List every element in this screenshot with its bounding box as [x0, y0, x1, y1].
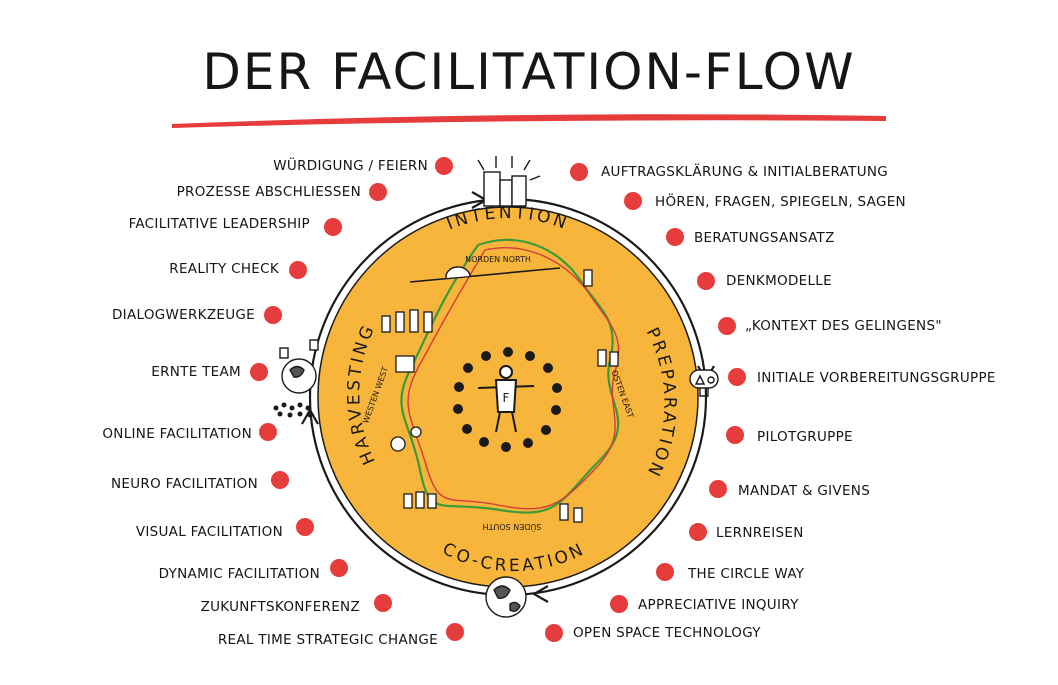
bullet-dot [369, 183, 387, 201]
shapes-icon [689, 369, 719, 397]
globe-bottom-icon [485, 576, 527, 618]
crowd-icon [273, 402, 313, 418]
journey-path-red [407, 247, 620, 510]
bullet-dot [656, 563, 674, 581]
bullet-dot [324, 218, 342, 236]
bullet-dot [446, 623, 464, 641]
bullet-dot [289, 261, 307, 279]
left-label-item: ERNTE TEAM [151, 364, 241, 380]
bullet-dot [718, 317, 736, 335]
left-label-item: NEURO FACILITATION [111, 476, 258, 492]
bullet-dot [570, 163, 588, 181]
people-ring-icon [453, 347, 562, 452]
right-label-item: MANDAT & GIVENS [738, 483, 871, 499]
horizon-line [409, 267, 561, 283]
arrow-head-south [531, 585, 549, 603]
facilitator-letter: F [503, 391, 510, 405]
buildings-icon [477, 156, 541, 207]
left-label-item: DYNAMIC FACILITATION [158, 566, 320, 582]
bullet-dot [250, 363, 268, 381]
right-label-item: PILOTGRUPPE [757, 429, 853, 445]
right-label-item: THE CIRCLE WAY [688, 566, 805, 582]
right-label-item: LERNREISEN [716, 525, 804, 541]
left-label-item: PROZESSE ABSCHLIESSEN [176, 184, 361, 200]
right-label-item: APPRECIATIVE INQUIRY [638, 597, 799, 613]
bullet-dot [259, 423, 277, 441]
page-title: DER FACILITATION-FLOW [202, 43, 856, 101]
direction-south: SÜDEN SOUTH [483, 522, 542, 532]
gift-icon [395, 355, 415, 373]
bullet-dot [624, 192, 642, 210]
title-underline [172, 114, 886, 128]
bullet-dot [610, 595, 628, 613]
bullet-dot [296, 518, 314, 536]
left-label-item: ZUKUNFTSKONFERENZ [200, 599, 360, 615]
bullet-dot [697, 272, 715, 290]
bullet-dot [726, 426, 744, 444]
people-group-icon [381, 269, 619, 523]
left-label-item: REALITY CHECK [169, 261, 279, 277]
bullet-dot [330, 559, 348, 577]
left-label-item: FACILITATIVE LEADERSHIP [128, 216, 310, 232]
right-label-item: BERATUNGSANSATZ [694, 230, 835, 246]
left-label-item: REAL TIME STRATEGIC CHANGE [217, 632, 438, 648]
left-label-item: ONLINE FACILITATION [102, 426, 252, 442]
right-label-item: DENKMODELLE [726, 273, 832, 289]
bullet-dot [271, 471, 289, 489]
globe-left-icon [279, 339, 319, 394]
right-label-item: „KONTEXT DES GELINGENS" [745, 318, 942, 334]
right-label-item: HÖREN, FRAGEN, SPIEGELN, SAGEN [655, 194, 906, 210]
bullet-dot [264, 306, 282, 324]
bullet-dot [545, 624, 563, 642]
bullet-dot [728, 368, 746, 386]
bullet-dot [435, 157, 453, 175]
direction-north: NORDEN NORTH [465, 255, 531, 264]
lightbulb-icon [390, 426, 422, 452]
left-label-item: DIALOGWERKZEUGE [111, 307, 255, 323]
facilitator-icon [477, 365, 535, 433]
bullet-dot [666, 228, 684, 246]
bullet-dot [689, 523, 707, 541]
right-label-item: OPEN SPACE TECHNOLOGY [573, 625, 761, 641]
right-label-item: INITIALE VORBEREITUNGSGRUPPE [757, 370, 996, 386]
left-label-item: VISUAL FACILITATION [135, 524, 283, 540]
bullet-dot [374, 594, 392, 612]
sun-icon [445, 266, 471, 279]
left-label-item: WÜRDIGUNG / FEIERN [273, 158, 428, 174]
bullet-dot [709, 480, 727, 498]
arrow-head-west [301, 407, 319, 425]
right-label-item: AUFTRAGSKLÄRUNG & INITIALBERATUNG [601, 164, 889, 180]
